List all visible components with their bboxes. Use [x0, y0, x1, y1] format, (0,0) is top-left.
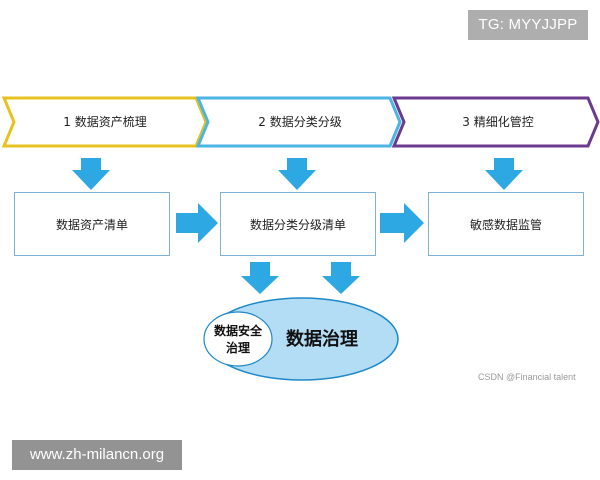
stage-label-2: 2 数据分类分级: [258, 114, 341, 129]
watermark-top: TG: MYYJJPP: [468, 10, 588, 40]
box-classification-list: 数据分类分级清单: [220, 192, 376, 256]
stage-chevron-3: 3 精细化管控: [391, 96, 600, 148]
result-arrows: [241, 262, 360, 294]
credit-text: CSDN @Financial talent: [478, 372, 576, 382]
down-arrow-2: [278, 158, 316, 190]
stage-chevron-2: 2 数据分类分级: [195, 96, 402, 148]
stage-chevron-1: 1 数据资产梳理: [1, 96, 208, 148]
box-data-asset-list: 数据资产清单: [14, 192, 170, 256]
box-sensitive-monitoring: 敏感数据监管: [428, 192, 584, 256]
watermark-bottom: www.zh-milancn.org: [12, 440, 182, 470]
box-label-1: 数据资产清单: [55, 217, 128, 232]
result-inner-line2: 治理: [226, 340, 250, 355]
result-group: 数据安全 治理 数据治理: [203, 297, 399, 381]
down-arrow-3: [485, 158, 523, 190]
box-label-2: 数据分类分级清单: [249, 217, 346, 232]
down-arrow-1: [72, 158, 110, 190]
stage-label-3: 3 精细化管控: [462, 114, 533, 129]
down-arrows: [72, 158, 523, 190]
right-arrow-1: [176, 203, 218, 243]
right-arrow-2: [380, 203, 424, 243]
result-arrow-right: [322, 262, 360, 294]
box-label-3: 敏感数据监管: [469, 217, 542, 232]
stage-label-1: 1 数据资产梳理: [63, 114, 146, 129]
result-inner-line1: 数据安全: [214, 323, 263, 338]
result-main-label: 数据治理: [286, 328, 358, 350]
right-arrows: [176, 203, 424, 243]
result-arrow-left: [241, 262, 279, 294]
result-ellipse-inner: [203, 311, 273, 367]
